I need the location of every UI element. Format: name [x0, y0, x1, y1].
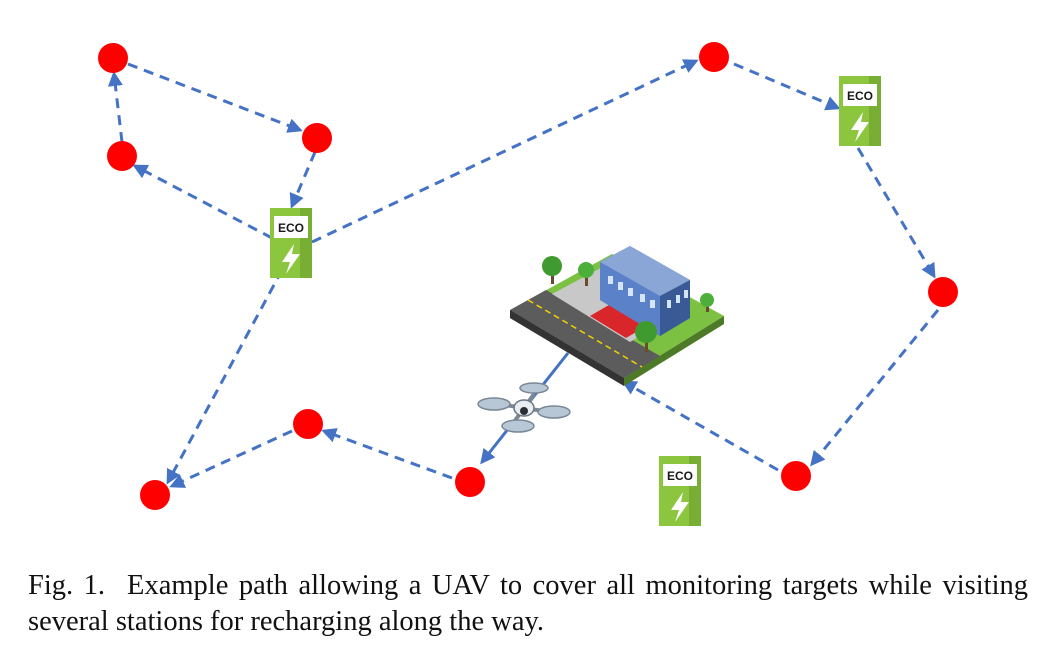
eco-station-icon: ECO	[659, 456, 701, 526]
target-point	[302, 123, 332, 153]
figure-caption: Fig. 1.Example path allowing a UAV to co…	[28, 568, 1028, 640]
station-label: ECO	[667, 469, 693, 483]
target-point	[699, 42, 729, 72]
caption-text: Example path allowing a UAV to cover all…	[28, 570, 1028, 637]
uav-path-diagram: ECO ECO ECO	[98, 42, 958, 526]
path-segment	[132, 164, 273, 240]
path-segment	[166, 269, 284, 485]
path-segment	[321, 428, 453, 480]
target-point	[928, 277, 958, 307]
path-segment	[289, 151, 317, 209]
path-segment	[810, 309, 940, 467]
station-label: ECO	[278, 221, 304, 235]
caption-label: Fig. 1.	[28, 570, 106, 601]
path-segment	[169, 429, 293, 488]
path-segment	[107, 71, 124, 143]
path-segment	[621, 380, 779, 472]
path-segment	[733, 62, 841, 111]
path-segment	[127, 62, 303, 133]
dashed-path	[107, 59, 940, 488]
eco-station-icon: ECO	[839, 76, 881, 146]
path-segment	[311, 59, 699, 244]
target-point	[455, 467, 485, 497]
quadcopter-drone-icon	[477, 382, 571, 433]
path-segment	[856, 147, 936, 279]
building-depot-icon	[510, 246, 724, 386]
station-label: ECO	[847, 89, 873, 103]
target-point	[781, 461, 811, 491]
target-point	[98, 43, 128, 73]
target-point	[140, 480, 170, 510]
target-point	[293, 409, 323, 439]
target-point	[107, 141, 137, 171]
eco-station-icon: ECO	[270, 208, 312, 278]
targets	[98, 42, 958, 510]
